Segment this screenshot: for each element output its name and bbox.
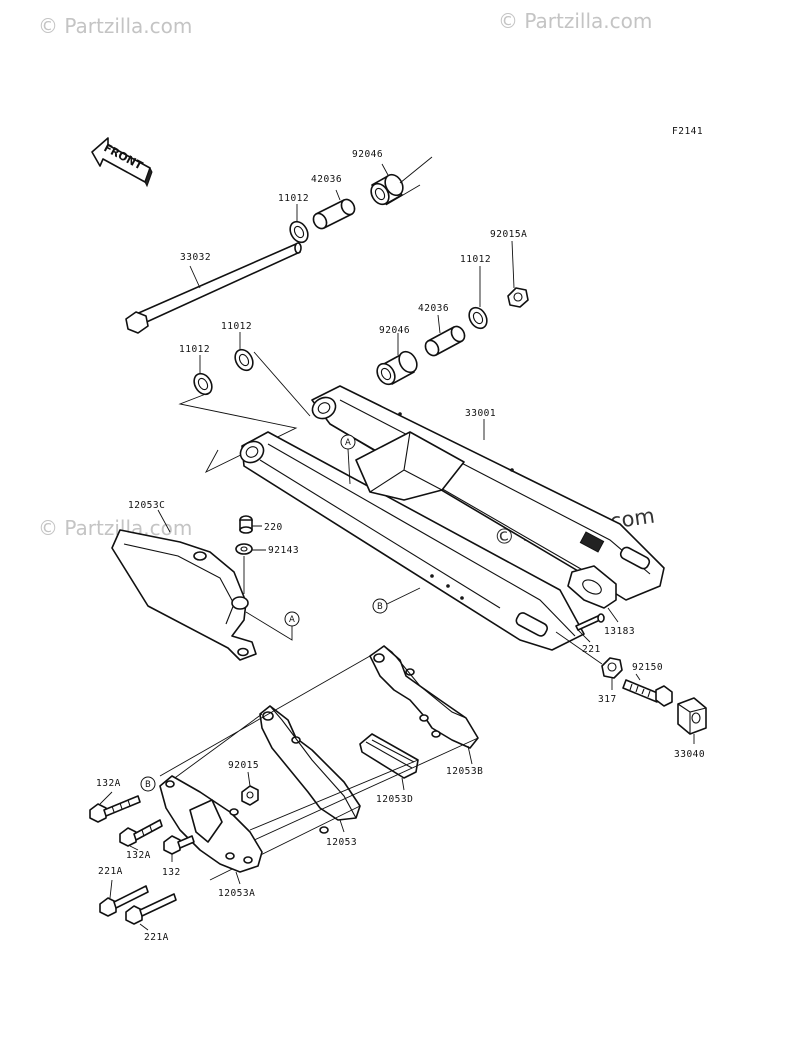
label-12053D: 12053D [376, 794, 413, 805]
label-92143: 92143 [268, 545, 299, 556]
label-33032: 33032 [180, 252, 211, 263]
label-33001: 33001 [465, 408, 496, 419]
front-arrow-icon: FRONT [91, 137, 153, 188]
bolt-132 [163, 835, 195, 855]
ref-marker-b-swingarm: B [372, 587, 421, 614]
label-42036-right: 42036 [418, 303, 449, 314]
bearing-92046-top [370, 173, 404, 206]
plate-13183 [567, 565, 617, 609]
ref-marker-a-slider: A [245, 611, 300, 641]
label-12053C: 12053C [128, 500, 165, 511]
nut-92015 [241, 785, 259, 806]
seal-11012-left-a [234, 348, 254, 372]
label-221A-b: 221A [144, 932, 169, 943]
svg-text:A: A [345, 438, 351, 448]
label-42036-top: 42036 [311, 174, 342, 185]
svg-text:B: B [145, 780, 151, 790]
label-33040: 33040 [674, 749, 705, 760]
chain-slider-12053C [111, 529, 257, 661]
label-221-mid: 221 [582, 644, 601, 655]
label-13183: 13183 [604, 626, 635, 637]
sleeve-42036-top [312, 198, 356, 230]
sleeve-42036-right [424, 325, 466, 357]
watermark-top-left: © Partzilla.com [38, 14, 192, 38]
mount-plate-12053A [159, 775, 263, 873]
guide-block-12053D [359, 733, 419, 779]
nut-317 [601, 657, 623, 679]
label-12053B: 12053B [446, 766, 483, 777]
bolt-221A-b [125, 893, 177, 925]
chain-guide-12053B [369, 645, 479, 749]
nut-92015A [507, 287, 529, 308]
seal-11012-top [289, 220, 309, 244]
bolt-92150 [622, 679, 673, 707]
guide-plate-12053 [259, 705, 361, 834]
watermark-text: © Partzilla.com [38, 14, 192, 38]
bearing-92046-mid [376, 350, 418, 386]
label-12053A: 12053A [218, 888, 255, 899]
label-220: 220 [264, 522, 283, 533]
svg-text:A: A [289, 615, 295, 625]
label-92150: 92150 [632, 662, 663, 673]
watermark-text: © Partzilla.com [38, 516, 192, 540]
label-132: 132 [162, 867, 181, 878]
watermark-mid-left: © Partzilla.com [38, 516, 192, 540]
seal-11012-right [468, 306, 488, 330]
bolt-132A-b [119, 819, 163, 847]
diagram-code: F2141 [672, 126, 703, 137]
watermark-top-right: © Partzilla.com [498, 9, 652, 33]
swingarm-33001 [239, 385, 665, 651]
bolt-221A-a [99, 885, 149, 917]
label-221A-a: 221A [98, 866, 123, 877]
label-92015A: 92015A [490, 229, 527, 240]
label-92046-mid: 92046 [379, 325, 410, 336]
label-11012-left-b: 11012 [179, 344, 210, 355]
label-92015: 92015 [228, 760, 259, 771]
label-92046-top: 92046 [352, 149, 383, 160]
label-11012-right: 11012 [460, 254, 491, 265]
bolt-132A-a [89, 795, 141, 823]
seal-11012-left-b [193, 372, 213, 396]
watermark-text: © Partzilla.com [498, 9, 652, 33]
pivot-shaft-33032 [125, 242, 302, 334]
ref-marker-a-swingarm: A [340, 434, 356, 485]
label-317: 317 [598, 694, 617, 705]
label-12053: 12053 [326, 837, 357, 848]
label-11012-left-a: 11012 [221, 321, 252, 332]
label-11012-top: 11012 [278, 193, 309, 204]
washer-92143 [235, 543, 253, 555]
bolt-220 [239, 515, 253, 534]
bolt-221-mid [575, 613, 605, 631]
svg-text:B: B [377, 602, 383, 612]
ref-marker-b-plate: B [140, 776, 156, 792]
label-132A-b: 132A [126, 850, 151, 861]
label-132A-a: 132A [96, 778, 121, 789]
block-33040 [677, 697, 707, 735]
